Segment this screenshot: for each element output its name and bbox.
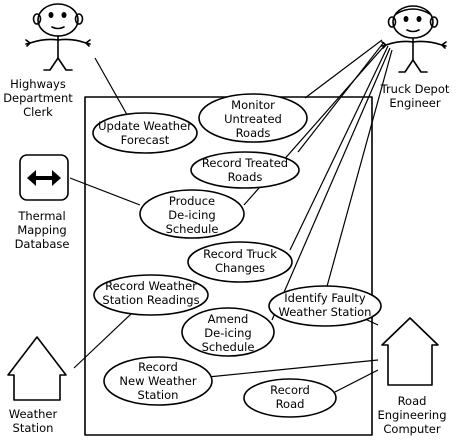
use-case-amend-deicing-schedule: Amend De-icing Schedule bbox=[181, 307, 275, 357]
svg-text:Schedule: Schedule bbox=[202, 340, 255, 354]
svg-text:De-icing: De-icing bbox=[204, 326, 251, 340]
svg-text:Mapping: Mapping bbox=[17, 223, 66, 237]
svg-text:Truck Depot: Truck Depot bbox=[380, 82, 450, 96]
stick-figure-icon bbox=[381, 5, 447, 73]
svg-text:Weather: Weather bbox=[9, 407, 58, 421]
assoc-engineer-amend bbox=[271, 47, 391, 321]
house-icon bbox=[381, 317, 439, 386]
assoc-thermal-produce bbox=[69, 177, 141, 206]
house-icon bbox=[7, 336, 67, 401]
svg-text:Roads: Roads bbox=[236, 126, 271, 140]
use-case-record-treated-roads: Record Treated Roads bbox=[190, 151, 300, 189]
svg-text:Engineering: Engineering bbox=[378, 408, 447, 422]
svg-text:Produce: Produce bbox=[169, 194, 215, 208]
svg-text:Monitor: Monitor bbox=[231, 98, 275, 112]
svg-text:Road: Road bbox=[276, 397, 305, 411]
use-case-update-weather-forecast: Update Weather Forecast bbox=[92, 112, 198, 154]
svg-text:Record Treated: Record Treated bbox=[202, 156, 288, 170]
actor-highways-clerk: Highways Department Clerk bbox=[3, 3, 91, 119]
use-case-identify-faulty-weather-station: Identify Faulty Weather Station bbox=[268, 285, 382, 327]
svg-text:Station: Station bbox=[13, 421, 54, 435]
svg-text:Engineer: Engineer bbox=[389, 96, 440, 110]
use-case-record-new-weather-station: Record New Weather Station bbox=[103, 356, 213, 406]
svg-text:Amend: Amend bbox=[208, 312, 249, 326]
svg-text:Clerk: Clerk bbox=[23, 105, 53, 119]
assoc-engineer-truck-changes bbox=[289, 45, 389, 251]
svg-text:De-icing: De-icing bbox=[168, 208, 215, 222]
svg-text:Station: Station bbox=[138, 388, 179, 402]
actor-weather-station: Weather Station bbox=[7, 336, 67, 435]
database-box-icon bbox=[19, 154, 69, 201]
svg-text:Roads: Roads bbox=[228, 170, 263, 184]
assoc-computer-new-station bbox=[207, 359, 379, 378]
svg-text:Weather Station: Weather Station bbox=[279, 305, 372, 319]
svg-text:Road: Road bbox=[398, 394, 427, 408]
svg-text:Changes: Changes bbox=[215, 261, 265, 275]
svg-text:Thermal: Thermal bbox=[17, 209, 65, 223]
svg-text:Record: Record bbox=[138, 360, 178, 374]
svg-text:Database: Database bbox=[15, 237, 70, 251]
svg-text:Update Weather: Update Weather bbox=[98, 119, 192, 133]
svg-text:Record Weather: Record Weather bbox=[105, 279, 197, 293]
svg-text:New Weather: New Weather bbox=[119, 374, 196, 388]
svg-text:Untreated: Untreated bbox=[224, 112, 282, 126]
actor-road-engineering-computer: Road Engineering Computer bbox=[378, 317, 447, 436]
assoc-engineer-monitor bbox=[304, 39, 383, 99]
svg-text:Forecast: Forecast bbox=[121, 133, 170, 147]
svg-text:Identify Faulty: Identify Faulty bbox=[284, 291, 366, 305]
actor-truck-depot-engineer: Truck Depot Engineer bbox=[380, 5, 450, 110]
svg-text:Computer: Computer bbox=[383, 422, 440, 436]
stick-figure-icon bbox=[25, 3, 91, 71]
svg-text:Record Truck: Record Truck bbox=[203, 247, 277, 261]
actor-thermal-mapping-database: Thermal Mapping Database bbox=[15, 154, 70, 251]
use-case-record-road: Record Road bbox=[243, 378, 337, 418]
assoc-computer-record-road bbox=[332, 369, 379, 394]
use-case-record-truck-changes: Record Truck Changes bbox=[187, 241, 293, 283]
double-arrow-icon bbox=[27, 170, 61, 186]
use-case-monitor-untreated-roads: Monitor Untreated Roads bbox=[198, 93, 308, 143]
assoc-engineer-record-treated bbox=[297, 41, 385, 153]
svg-text:Schedule: Schedule bbox=[166, 222, 219, 236]
svg-text:Record: Record bbox=[270, 383, 310, 397]
svg-text:Station Readings: Station Readings bbox=[102, 293, 199, 307]
assoc-clerk-update-forecast bbox=[94, 57, 131, 121]
use-case-record-weather-station-readings: Record Weather Station Readings bbox=[93, 274, 209, 316]
svg-text:Department: Department bbox=[3, 91, 73, 105]
assoc-engineer-identify bbox=[325, 49, 393, 291]
svg-text:Highways: Highways bbox=[10, 77, 66, 91]
use-case-produce-deicing-schedule: Produce De-icing Schedule bbox=[139, 189, 245, 239]
